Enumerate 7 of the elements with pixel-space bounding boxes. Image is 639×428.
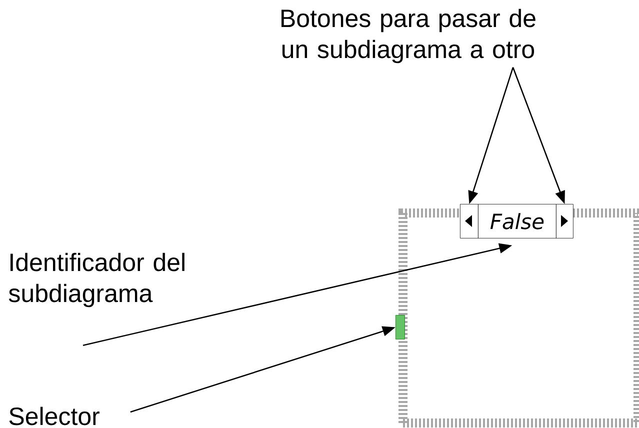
caption-text: Botones para pasar de un subdiagrama a otro: [282, 8, 536, 64]
caption-text: Selector: [9, 406, 100, 426]
caption-text: Identificador del subdiagrama: [8, 252, 184, 308]
case-structure-frame: [398, 208, 639, 428]
previous-button: [460, 204, 478, 238]
selector-terminal: [396, 315, 405, 340]
next-button: [556, 204, 574, 238]
